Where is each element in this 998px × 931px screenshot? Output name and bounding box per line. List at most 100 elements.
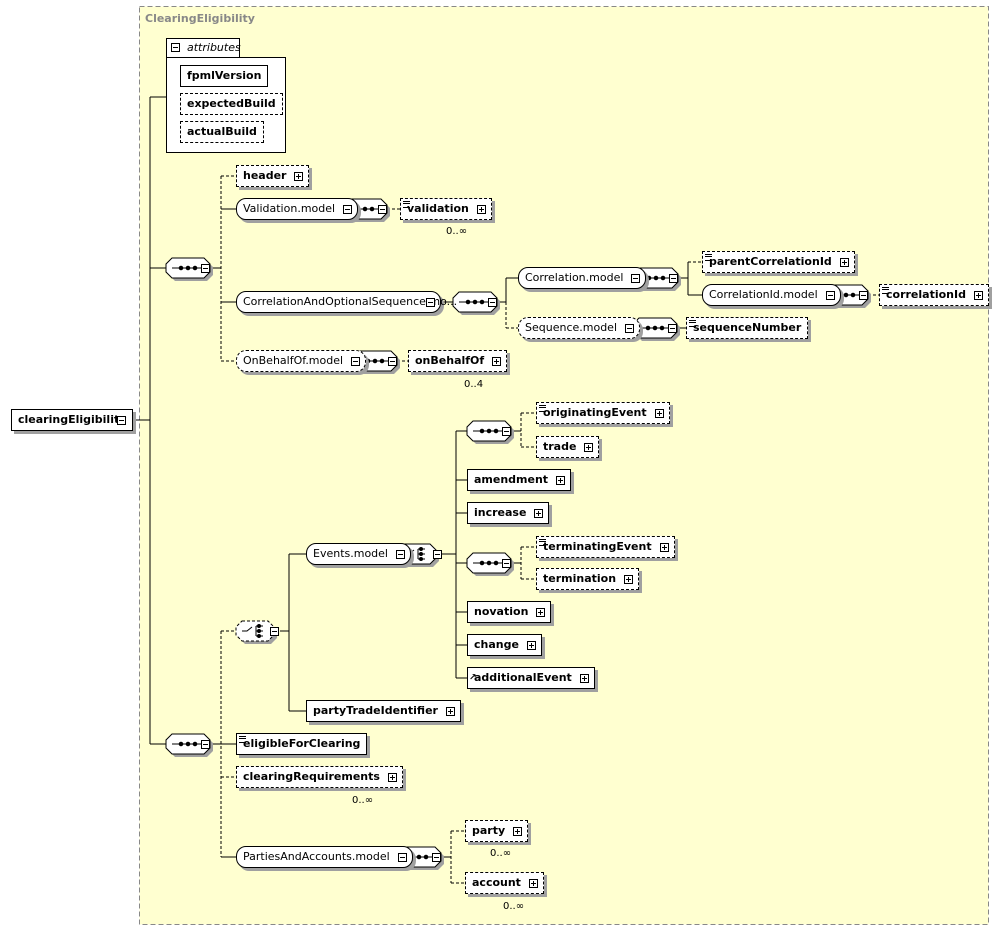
collapse-icon[interactable] [488, 298, 497, 307]
group-label: Validation.model [243, 202, 336, 215]
element-label: parentCorrelationId [709, 255, 832, 268]
collapse-icon[interactable] [378, 205, 387, 214]
expand-icon[interactable] [526, 641, 536, 650]
element-eligible-for-clearing[interactable]: eligibleForClearing [236, 733, 368, 755]
attribute-label: actualBuild [187, 125, 257, 138]
element-label: amendment [474, 473, 549, 486]
expand-icon[interactable] [659, 543, 669, 552]
collapse-icon[interactable] [432, 853, 441, 862]
element-account[interactable]: account [465, 872, 544, 894]
attribute-expected-build[interactable]: expectedBuild [180, 93, 283, 115]
group-correlation-id-model[interactable]: CorrelationId.model [702, 284, 841, 306]
collapse-icon[interactable] [668, 324, 677, 333]
expand-icon[interactable] [584, 443, 594, 452]
element-correlation-id[interactable]: correlationId [879, 284, 989, 306]
choice-compositor [235, 620, 277, 644]
cardinality-label: 0..∞ [446, 226, 468, 237]
expand-icon[interactable] [528, 879, 538, 888]
collapse-icon[interactable] [625, 324, 635, 333]
expand-icon[interactable] [513, 827, 523, 836]
group-validation-model[interactable]: Validation.model [236, 198, 359, 220]
cardinality-label: 0..∞ [503, 901, 525, 912]
element-sequence-number[interactable]: sequenceNumber [686, 317, 809, 339]
collapse-icon[interactable] [426, 298, 435, 307]
expand-icon[interactable] [492, 357, 502, 366]
documentation-icon [689, 320, 696, 327]
expand-icon[interactable] [654, 409, 664, 418]
element-label: header [243, 169, 287, 182]
attributes-header-label: attributes [187, 41, 241, 54]
cardinality-label: 0..∞ [490, 848, 512, 859]
group-correlation-model[interactable]: Correlation.model [518, 267, 647, 289]
group-label: CorrelationId.model [709, 288, 818, 301]
element-label: account [472, 876, 521, 889]
element-novation[interactable]: novation [467, 601, 552, 623]
documentation-icon [882, 287, 889, 294]
collapse-icon[interactable] [631, 274, 641, 283]
collapse-icon[interactable] [201, 740, 210, 749]
element-change[interactable]: change [467, 634, 542, 656]
collapse-icon[interactable] [388, 357, 397, 366]
element-on-behalf-of[interactable]: onBehalfOf [408, 350, 508, 372]
collapse-icon[interactable] [343, 205, 353, 214]
root-element-clearing-eligibility[interactable]: clearingEligibility [11, 409, 134, 431]
element-parent-correlation-id[interactable]: parentCorrelationId [702, 251, 855, 273]
element-terminating-event[interactable]: terminatingEvent [536, 536, 675, 558]
group-on-behalf-of-model[interactable]: OnBehalfOf.model [236, 350, 367, 372]
sequence-compositor [466, 552, 514, 576]
element-label: clearingRequirements [243, 770, 380, 783]
collapse-icon[interactable] [270, 627, 279, 636]
expand-icon[interactable] [839, 258, 849, 267]
reference-arrow-icon: ↗ [469, 673, 477, 683]
collapse-icon[interactable] [669, 274, 678, 283]
element-termination[interactable]: termination [536, 568, 640, 590]
expand-icon[interactable] [534, 509, 544, 518]
group-events-model[interactable]: Events.model [306, 543, 411, 565]
element-trade[interactable]: trade [536, 436, 600, 458]
collapse-icon[interactable] [502, 427, 511, 436]
attributes-header: attributes [166, 38, 241, 58]
expand-icon[interactable] [476, 205, 486, 214]
element-originating-event[interactable]: originatingEvent [536, 402, 670, 424]
collapse-icon[interactable] [502, 559, 511, 568]
element-label: originatingEvent [543, 406, 647, 419]
expand-icon[interactable] [445, 707, 455, 716]
expand-icon[interactable] [536, 608, 546, 617]
collapse-icon[interactable] [433, 550, 442, 559]
collapse-icon[interactable] [397, 853, 407, 862]
expand-icon[interactable] [973, 291, 983, 300]
collapse-icon[interactable] [117, 416, 126, 425]
collapse-icon[interactable] [351, 357, 361, 366]
group-label: Correlation.model [525, 271, 624, 284]
documentation-icon [539, 405, 546, 412]
documentation-icon [705, 254, 712, 261]
group-parties-and-accounts-model[interactable]: PartiesAndAccounts.model [236, 846, 413, 868]
expand-icon[interactable] [556, 476, 566, 485]
collapse-icon[interactable] [201, 264, 210, 273]
collapse-icon[interactable] [396, 550, 405, 559]
element-clearing-requirements[interactable]: clearingRequirements [236, 766, 403, 788]
element-increase[interactable]: increase [467, 502, 550, 524]
element-label: increase [474, 506, 527, 519]
element-party-trade-identifier[interactable]: partyTradeIdentifier [306, 700, 461, 722]
attribute-fpml-version[interactable]: fpmlVersion [180, 65, 269, 87]
element-party[interactable]: party [465, 820, 529, 842]
sequence-compositor [452, 291, 500, 315]
expand-icon[interactable] [294, 172, 304, 181]
expand-icon[interactable] [579, 674, 589, 683]
element-additional-event[interactable]: ↗ additionalEvent [467, 667, 595, 689]
group-correlation-and-optional-sequence[interactable]: CorrelationAndOptionalSequence.mo... [236, 291, 457, 313]
documentation-icon [539, 539, 546, 546]
group-sequence-model[interactable]: Sequence.model [518, 317, 641, 339]
expand-icon[interactable] [624, 575, 634, 584]
collapse-icon[interactable] [171, 43, 180, 52]
attribute-actual-build[interactable]: actualBuild [180, 121, 264, 143]
element-validation[interactable]: validation [400, 198, 492, 220]
collapse-icon[interactable] [859, 291, 868, 300]
element-amendment[interactable]: amendment [467, 469, 572, 491]
element-label: party [472, 824, 506, 837]
element-header[interactable]: header [236, 165, 310, 187]
collapse-icon[interactable] [825, 291, 835, 300]
expand-icon[interactable] [387, 773, 397, 782]
